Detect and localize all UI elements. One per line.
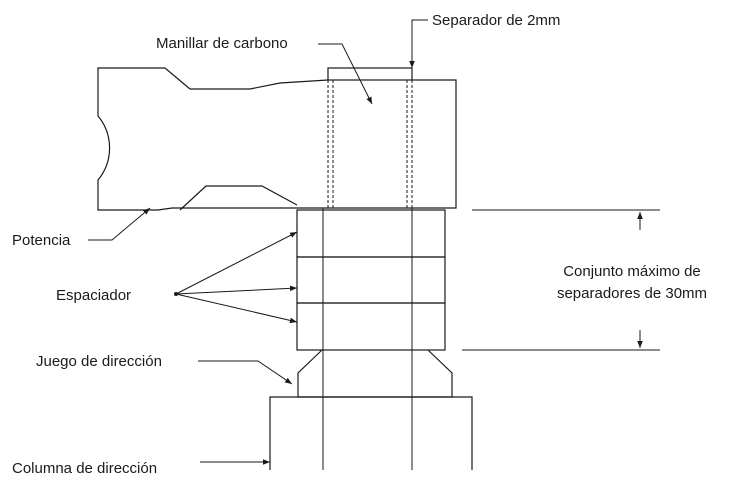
leader-spacer-origin [174,292,178,296]
leader-spacer-2mm [409,19,428,68]
spacer-1 [296,209,446,258]
stem-body [97,67,457,211]
label-carbon-handlebar: Manillar de carbono [156,35,288,52]
label-max-stack-line1: Conjunto máximo de [563,263,701,280]
headset [297,349,453,398]
leader-spacer-3 [175,293,298,324]
spacer-stack [296,209,446,351]
label-spacer-2mm: Separador de 2mm [432,12,560,29]
spacer-3 [296,302,446,351]
leader-spacer-1 [175,231,298,295]
spacer-2 [296,256,446,304]
leader-headset [198,360,293,385]
label-steerer-tube: Columna de dirección [12,460,157,477]
leader-spacer-2 [175,285,298,295]
top-spacer-2mm [327,67,413,81]
label-max-stack-line2: separadores de 30mm [557,285,707,302]
label-headset: Juego de dirección [36,353,162,370]
label-spacer: Espaciador [56,287,131,304]
leader-stem [88,207,151,241]
leader-carbon-handlebar [318,43,373,105]
steerer-tube [269,396,473,470]
label-stem: Potencia [12,232,71,249]
